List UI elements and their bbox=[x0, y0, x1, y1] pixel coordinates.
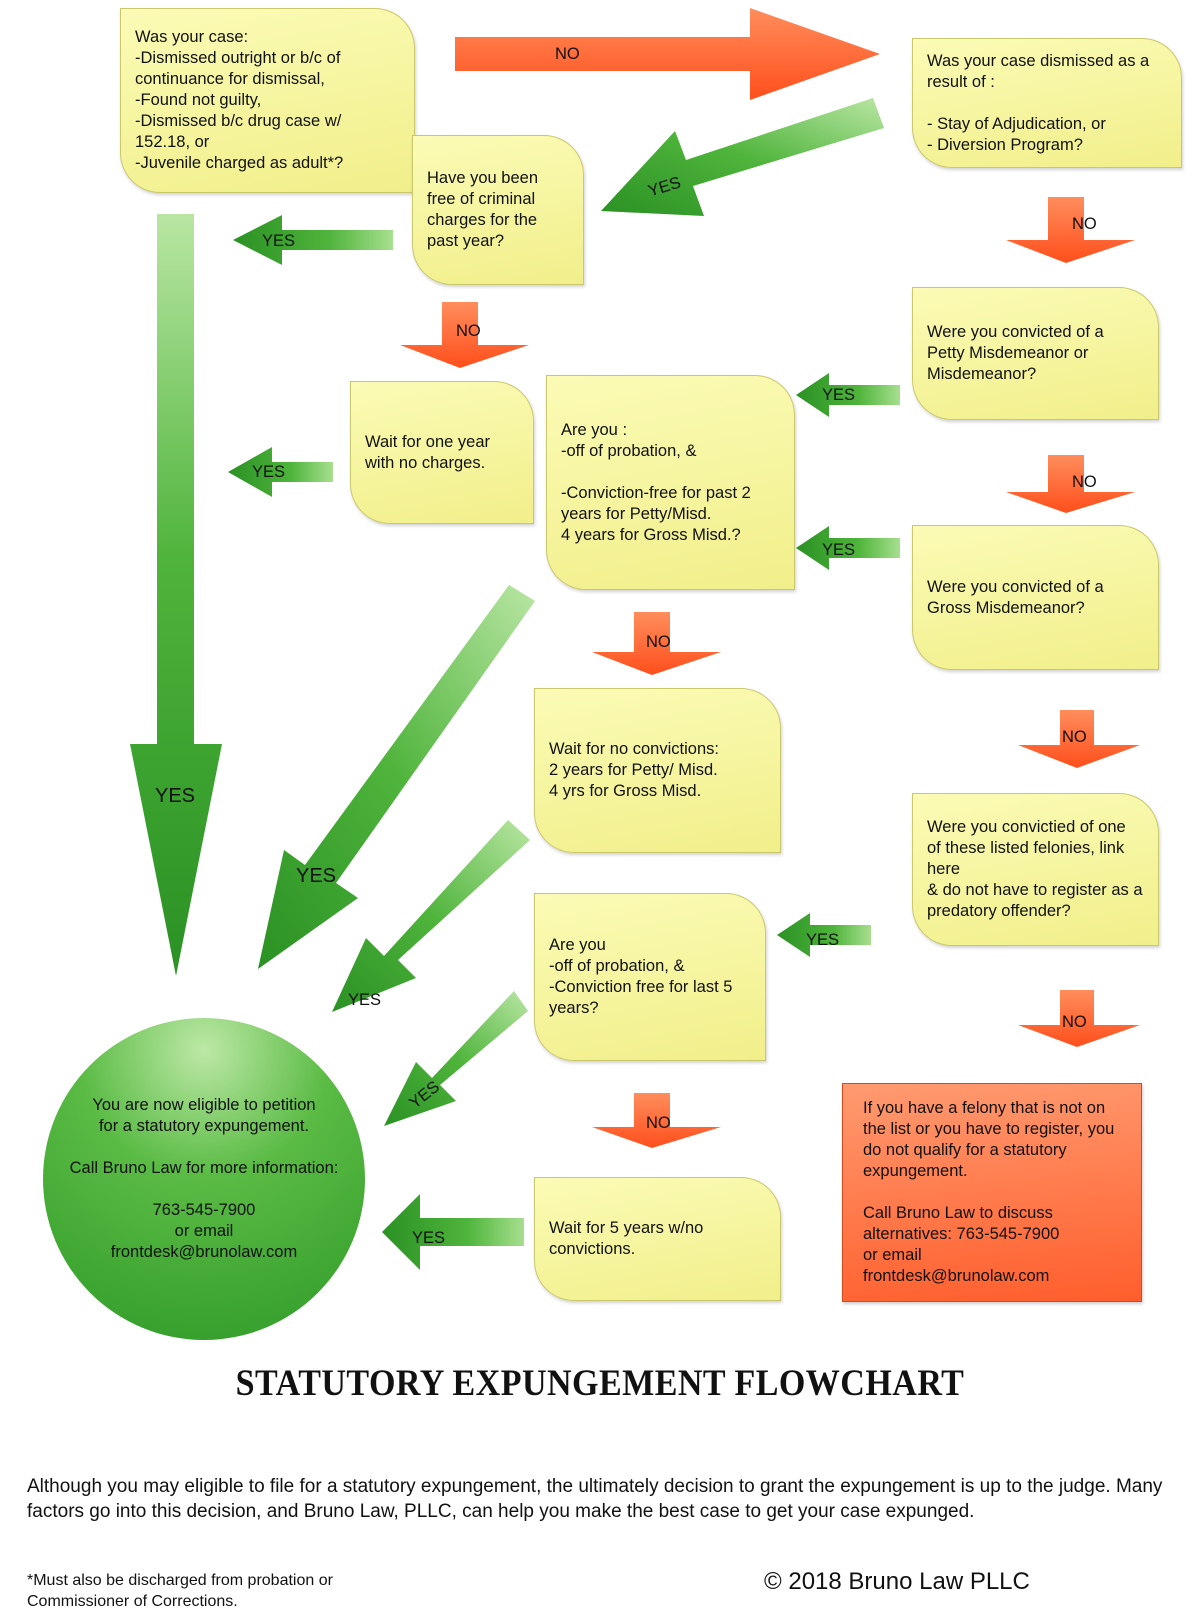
yes-arrow-diagonal-q5 bbox=[258, 585, 535, 969]
arrow-label-no: NO bbox=[1072, 215, 1097, 233]
question-text: Have you been free of criminal charges f… bbox=[427, 169, 538, 250]
question-text: Were you convictied of one of these list… bbox=[927, 818, 1143, 920]
footnote-text: *Must also be discharged from probation … bbox=[27, 1572, 333, 1610]
arrow-label-yes: YES bbox=[806, 931, 840, 949]
question-box-case-dismissed: Was your case: -Dismissed outright or b/… bbox=[120, 8, 415, 193]
not-eligible-text: If you have a felony that is not on the … bbox=[863, 1099, 1115, 1285]
arrow-label-no: NO bbox=[646, 633, 671, 651]
yes-arrow-q2-q3 bbox=[601, 98, 884, 216]
yes-arrow-q7-q8 bbox=[777, 913, 871, 957]
question-text: Are you -off of probation, & -Conviction… bbox=[549, 936, 733, 1017]
arrow-label-no: NO bbox=[646, 1114, 671, 1132]
wait-box-five-years: Wait for 5 years w/no convictions. bbox=[534, 1177, 781, 1301]
arrow-label-yes: YES bbox=[262, 232, 296, 250]
no-arrow-q6 bbox=[1018, 710, 1140, 768]
arrow-label-no: NO bbox=[456, 322, 481, 340]
wait-box-one-year: Wait for one year with no charges. bbox=[350, 381, 534, 524]
arrows-layer bbox=[130, 8, 1140, 1270]
no-arrow-q3 bbox=[400, 302, 529, 368]
arrow-label-no: NO bbox=[1062, 728, 1087, 746]
yes-arrow-wait1-left bbox=[228, 447, 333, 497]
arrow-label-no: NO bbox=[555, 45, 580, 63]
wait-box-no-convictions: Wait for no convictions: 2 years for Pet… bbox=[534, 688, 781, 853]
yes-arrow-diagonal-wait2 bbox=[332, 820, 530, 1012]
no-arrow-top bbox=[455, 8, 880, 100]
no-arrow-q2 bbox=[1006, 197, 1135, 263]
arrow-label-yes: YES bbox=[822, 541, 856, 559]
question-text: Were you convicted of a Gross Misdemeano… bbox=[927, 577, 1104, 617]
question-box-probation-conviction-free: Are you : -off of probation, & -Convicti… bbox=[546, 375, 795, 590]
arrow-label-yes: YES bbox=[252, 463, 286, 481]
no-arrow-q7 bbox=[1018, 990, 1140, 1047]
question-text: Are you : -off of probation, & -Convicti… bbox=[561, 420, 751, 544]
yes-arrow-q4-q5 bbox=[796, 373, 900, 417]
no-arrow-q5 bbox=[592, 612, 721, 675]
arrow-label-yes: YES bbox=[348, 991, 382, 1009]
arrow-label-yes: YES bbox=[296, 865, 337, 887]
not-eligible-box: If you have a felony that is not on the … bbox=[842, 1083, 1142, 1302]
arrow-label-no: NO bbox=[1072, 473, 1097, 491]
wait-text: Wait for one year with no charges. bbox=[365, 432, 491, 472]
question-text: Was your case dismissed as a result of :… bbox=[927, 51, 1150, 154]
arrow-label-yes: YES bbox=[412, 1229, 446, 1247]
arrow-label-yes: YES bbox=[155, 785, 196, 807]
arrow-label-no: NO bbox=[1062, 1013, 1087, 1031]
yes-arrow-q6-q5 bbox=[796, 526, 900, 570]
question-box-probation-five-years: Are you -off of probation, & -Conviction… bbox=[534, 893, 766, 1061]
arrow-label-yes: YES bbox=[822, 386, 856, 404]
yes-arrow-vertical-big bbox=[130, 214, 222, 976]
question-box-petty-misdemeanor: Were you convicted of a Petty Misdemeano… bbox=[912, 287, 1159, 420]
question-text: Was your case: -Dismissed outright or b/… bbox=[135, 28, 344, 172]
question-box-listed-felonies: Were you convictied of one of these list… bbox=[912, 793, 1159, 946]
wait-text: Wait for 5 years w/no convictions. bbox=[549, 1219, 704, 1258]
wait-text: Wait for no convictions: 2 years for Pet… bbox=[549, 740, 719, 800]
yes-arrow-diagonal-q8 bbox=[384, 991, 528, 1126]
no-arrow-q8 bbox=[592, 1093, 721, 1148]
flowchart: Was your case: -Dismissed outright or b/… bbox=[43, 8, 1182, 1340]
yes-arrow-q3-left bbox=[233, 215, 393, 265]
question-box-gross-misdemeanor: Were you convicted of a Gross Misdemeano… bbox=[912, 525, 1159, 670]
copyright-text: © 2018 Bruno Law PLLC bbox=[764, 1568, 1030, 1595]
eligible-text: You are now eligible to petition for a s… bbox=[69, 1096, 339, 1261]
question-box-stay-diversion: Was your case dismissed as a result of :… bbox=[912, 38, 1182, 168]
no-arrow-q4 bbox=[1006, 455, 1135, 513]
page-title: STATUTORY EXPUNGEMENT FLOWCHART bbox=[235, 1363, 965, 1404]
yes-arrow-wait3-left bbox=[382, 1194, 524, 1270]
question-box-free-of-charges: Have you been free of criminal charges f… bbox=[412, 135, 584, 285]
eligible-circle: You are now eligible to petition for a s… bbox=[43, 1018, 365, 1340]
question-text: Were you convicted of a Petty Misdemeano… bbox=[927, 323, 1104, 383]
disclaimer-text: Although you may eligible to file for a … bbox=[27, 1476, 1163, 1522]
